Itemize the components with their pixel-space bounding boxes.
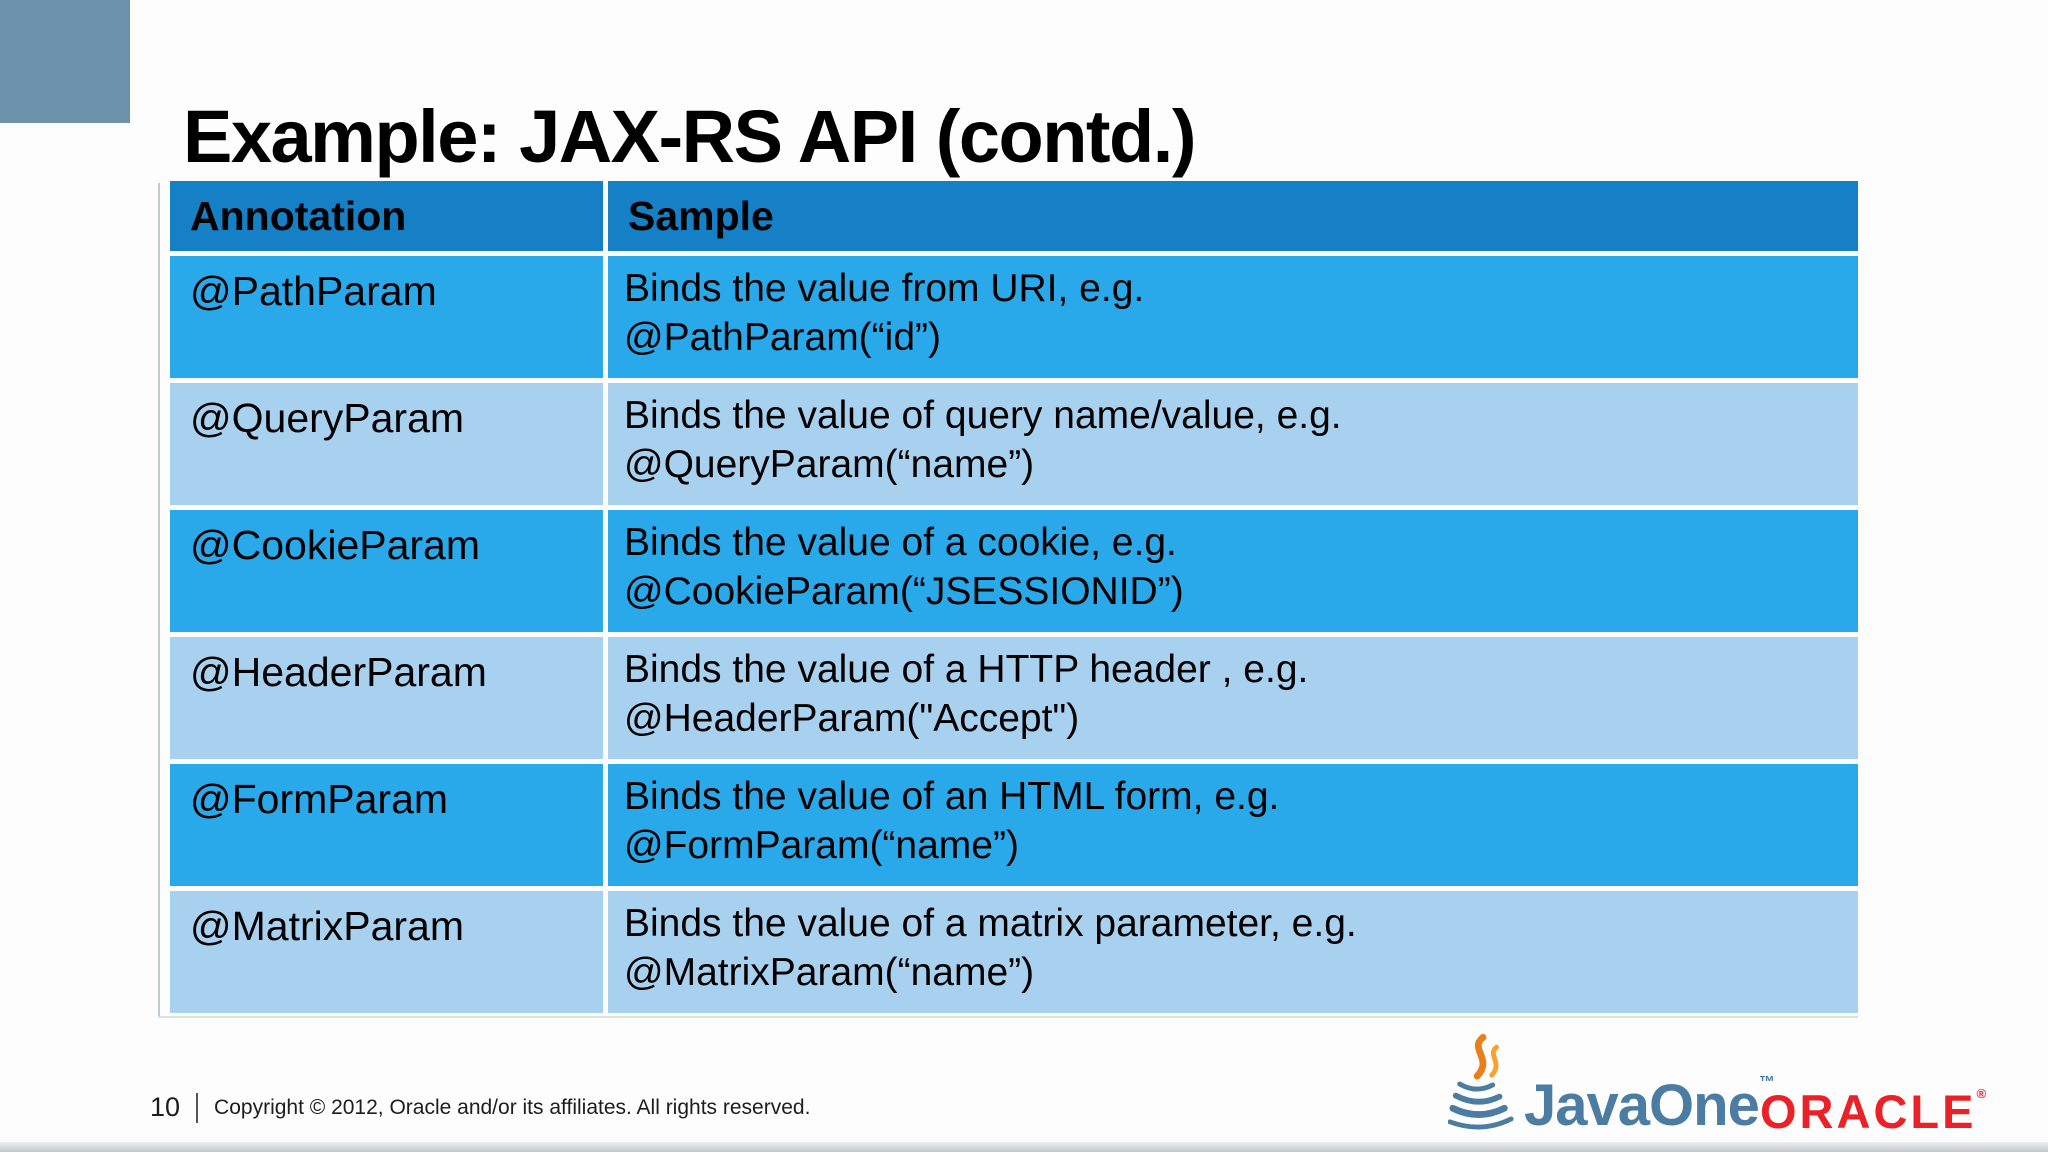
bottom-edge-strip [0,1142,2048,1152]
javaone-logo: JavaOne™ [1447,1033,1775,1146]
footer: 10 Copyright © 2012, Oracle and/or its a… [150,1092,810,1123]
oracle-logo: ORACLE® [1760,1084,1986,1139]
sample-line: Binds the value of a HTTP header , e.g. [624,648,1309,691]
page-number: 10 [150,1092,181,1122]
footer-divider [196,1092,199,1123]
annotations-table: Annotation Sample @PathParam Binds the v… [158,181,1858,1018]
row-5-annotation-cell: @FormParam [170,764,603,886]
row-6-annotation-cell: @MatrixParam [170,891,603,1013]
sample-line: @PathParam(“id”) [624,316,941,359]
row-3-annotation-cell: @CookieParam [170,510,603,632]
corner-accent-square [0,0,130,123]
column-header-annotation: Annotation [170,181,603,251]
column-header-sample: Sample [608,181,1858,251]
row-6-sample-cell: Binds the value of a matrix parameter, e… [608,891,1858,1013]
row-1-annotation-cell: @PathParam [170,256,603,378]
row-5-sample-cell: Binds the value of an HTML form, e.g. @F… [608,764,1858,886]
oracle-text: ORACLE [1760,1085,1977,1138]
sample-line: @FormParam(“name”) [624,824,1019,867]
row-4-annotation-cell: @HeaderParam [170,637,603,759]
java-cup-icon [1447,1033,1516,1132]
row-3-sample-cell: Binds the value of a cookie, e.g. @Cooki… [608,510,1858,632]
slide-title: Example: JAX-RS API (contd.) [183,94,1196,178]
row-1-sample-cell: Binds the value from URI, e.g. @PathPara… [608,256,1858,378]
sample-line: Binds the value of an HTML form, e.g. [624,775,1280,818]
sample-line: Binds the value from URI, e.g. [624,267,1145,310]
sample-line: @HeaderParam("Accept") [624,697,1080,740]
sample-line: @QueryParam(“name”) [624,443,1035,486]
sample-line: Binds the value of a matrix parameter, e… [624,902,1357,945]
row-2-sample-cell: Binds the value of query name/value, e.g… [608,383,1858,505]
copyright-text: Copyright © 2012, Oracle and/or its affi… [214,1095,811,1119]
row-2-annotation-cell: @QueryParam [170,383,603,505]
sample-line: Binds the value of query name/value, e.g… [624,394,1342,437]
trademark-symbol: ™ [1758,1074,1775,1091]
sample-line: Binds the value of a cookie, e.g. [624,521,1177,564]
row-4-sample-cell: Binds the value of a HTTP header , e.g. … [608,637,1858,759]
javaone-text: JavaOne [1524,1073,1760,1138]
registered-symbol: ® [1976,1086,1987,1101]
sample-line: @CookieParam(“JSESSIONID”) [624,570,1184,613]
javaone-wordmark: JavaOne™ [1524,1072,1775,1139]
sample-line: @MatrixParam(“name”) [624,951,1035,994]
